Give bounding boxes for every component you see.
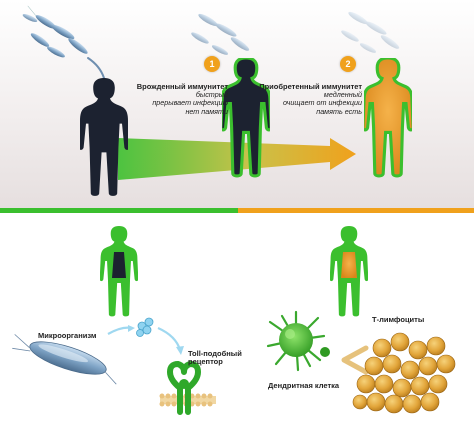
microorganism-label: Микроорганизм: [38, 331, 97, 340]
acquired-immunity-title: Приобретенный иммунитет: [259, 82, 362, 91]
innate-line-1: быстрый: [195, 90, 228, 100]
activation-chevron: [341, 345, 369, 375]
bacteria-faded-2: [341, 11, 400, 53]
step1-text: Врожденный иммунитет быстрый прерывает и…: [128, 82, 228, 116]
step1-badge: 1: [204, 56, 220, 72]
dendritic-cell-illustration: [266, 310, 330, 372]
innate-immunity-title: Врожденный иммунитет: [136, 82, 228, 91]
acquired-line-1: медленный: [323, 90, 362, 100]
toll-receptor-label: Toll-подобный рецептор: [188, 349, 242, 367]
innate-line-2: прерывает инфекцию: [152, 98, 228, 108]
t-lymphocytes-label: Т-лимфоциты: [372, 315, 425, 324]
toll-receptor-line-1: Toll-подобный: [188, 349, 242, 358]
antigen-molecule: [136, 317, 154, 337]
microorganism-illustration: [12, 334, 117, 385]
step2-badge: 2: [340, 56, 356, 72]
innate-line-3: нет памяти: [185, 106, 228, 116]
bacteria-swarm: [22, 5, 105, 79]
toll-receptor-line-2: рецептор: [188, 357, 223, 367]
figure-acquired-small: [330, 226, 368, 317]
dendritic-cell-label: Дендритная клетка: [268, 381, 340, 390]
step2-text: Приобретенный иммунитет медленный очищае…: [258, 82, 362, 116]
bacteria-faded-1: [191, 13, 250, 55]
toll-receptor-illustration: [159, 360, 216, 415]
figure-innate-small: [100, 226, 138, 317]
t-lymphocytes-illustration: [352, 332, 456, 414]
acquired-line-3: память есть: [316, 106, 362, 116]
acquired-line-2: очищает от инфекции: [282, 98, 362, 108]
